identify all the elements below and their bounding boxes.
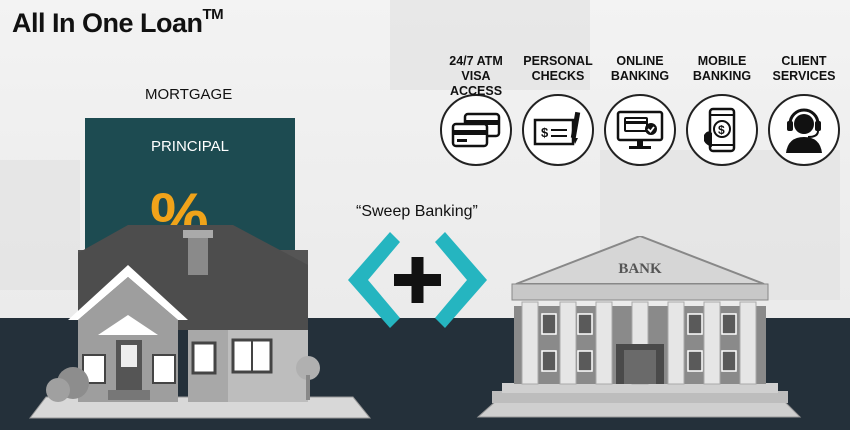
bank-sign: BANK	[618, 261, 662, 277]
computer-monitor-icon	[604, 94, 676, 166]
page-title: All In One LoanTM	[12, 6, 224, 38]
sweep-banking-label: “Sweep Banking”	[356, 203, 478, 220]
bank-illustration: BANK	[476, 236, 802, 418]
background-photo	[390, 0, 590, 90]
mobile-phone-icon: $	[686, 94, 758, 166]
svg-text:$: $	[541, 125, 549, 140]
house-illustration	[28, 225, 372, 419]
principal-label: PRINCIPAL	[150, 138, 230, 155]
headset-agent-icon	[768, 94, 840, 166]
background-photo	[0, 160, 80, 290]
svg-text:$: $	[718, 123, 725, 137]
trademark-mark: TM	[202, 6, 224, 23]
mortgage-label: MORTGAGE	[145, 86, 233, 103]
credit-cards-icon	[440, 94, 512, 166]
plus-connector-icon	[348, 232, 487, 328]
check-and-pen-icon: $	[522, 94, 594, 166]
